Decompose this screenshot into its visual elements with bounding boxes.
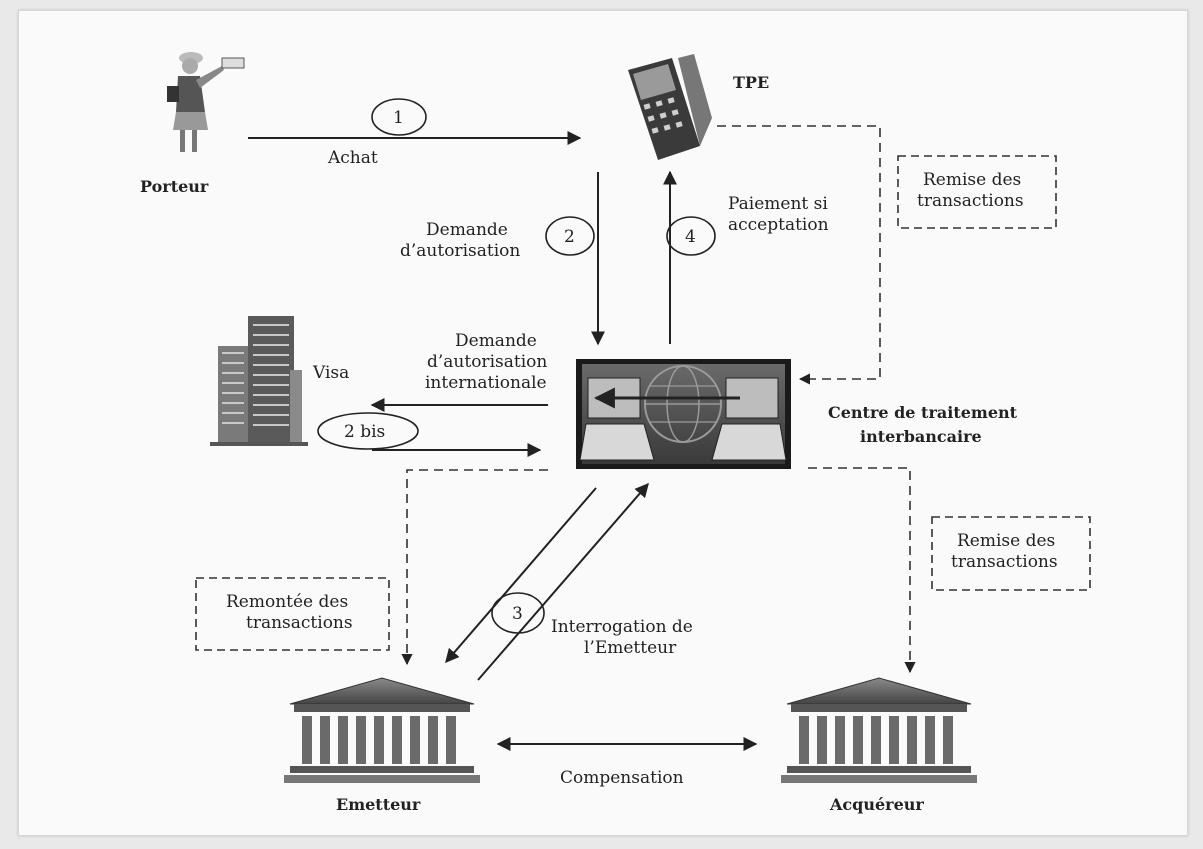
centre-line1: Centre de traitement (828, 403, 1018, 422)
tpe-label: TPE (733, 73, 769, 92)
step-2-circle (545, 216, 595, 256)
acquereur-bank-icon (781, 677, 977, 783)
intl-line3: internationale (425, 373, 547, 393)
intl-line2: d’autorisation (427, 352, 547, 372)
remise-top-line2: transactions (917, 191, 1024, 211)
remontee-line1: Remontée des (226, 592, 348, 612)
compensation-label: Compensation (560, 768, 684, 788)
remontee-box (195, 577, 390, 651)
step-3-number: 3 (512, 604, 523, 624)
remise-box-right (931, 516, 1091, 591)
remise-dashed-arrow-right (808, 467, 916, 674)
step-4-circle (666, 216, 716, 256)
step-2bis-circle (317, 412, 419, 450)
intl-line1: Demande (455, 331, 537, 351)
interrogation-arrow (445, 487, 597, 664)
porteur-label: Porteur (140, 177, 209, 196)
step-2-number: 2 (564, 227, 575, 247)
tpe-terminal-icon (628, 54, 712, 160)
visa-buildings-icon (210, 316, 308, 446)
remise-right-line1: Remise des (957, 531, 1055, 551)
remise-dashed-arrow-top (717, 125, 881, 385)
remontee-dashed-arrow (401, 469, 548, 666)
step-2bis-number: 2 bis (344, 422, 385, 442)
step-1-circle (371, 98, 427, 136)
step-3-circle (491, 592, 545, 634)
step-1-number: 1 (393, 108, 404, 128)
emetteur-bank-icon (284, 677, 480, 783)
visa-label: Visa (312, 363, 349, 383)
step-4-number: 4 (685, 227, 696, 247)
porteur-figure-icon (167, 52, 245, 152)
centre-network-icon (576, 359, 791, 469)
interrogation-line2: l’Emetteur (584, 638, 677, 658)
interrogation-line1: Interrogation de (551, 617, 693, 637)
demande-line1: Demande (426, 220, 508, 240)
remontee-line2: transactions (246, 613, 353, 633)
interrogation-response-arrow (477, 482, 649, 681)
remise-top-line1: Remise des (923, 170, 1021, 190)
emetteur-label: Emetteur (336, 795, 421, 814)
acquereur-label: Acquéreur (829, 795, 924, 814)
remise-right-line2: transactions (951, 552, 1058, 572)
centre-line2: interbancaire (860, 427, 982, 446)
achat-label: Achat (327, 148, 378, 168)
paiement-line2: acceptation (728, 215, 829, 235)
remise-box-top (897, 155, 1057, 229)
demande-line2: d’autorisation (400, 241, 520, 261)
paiement-line1: Paiement si (728, 194, 828, 214)
